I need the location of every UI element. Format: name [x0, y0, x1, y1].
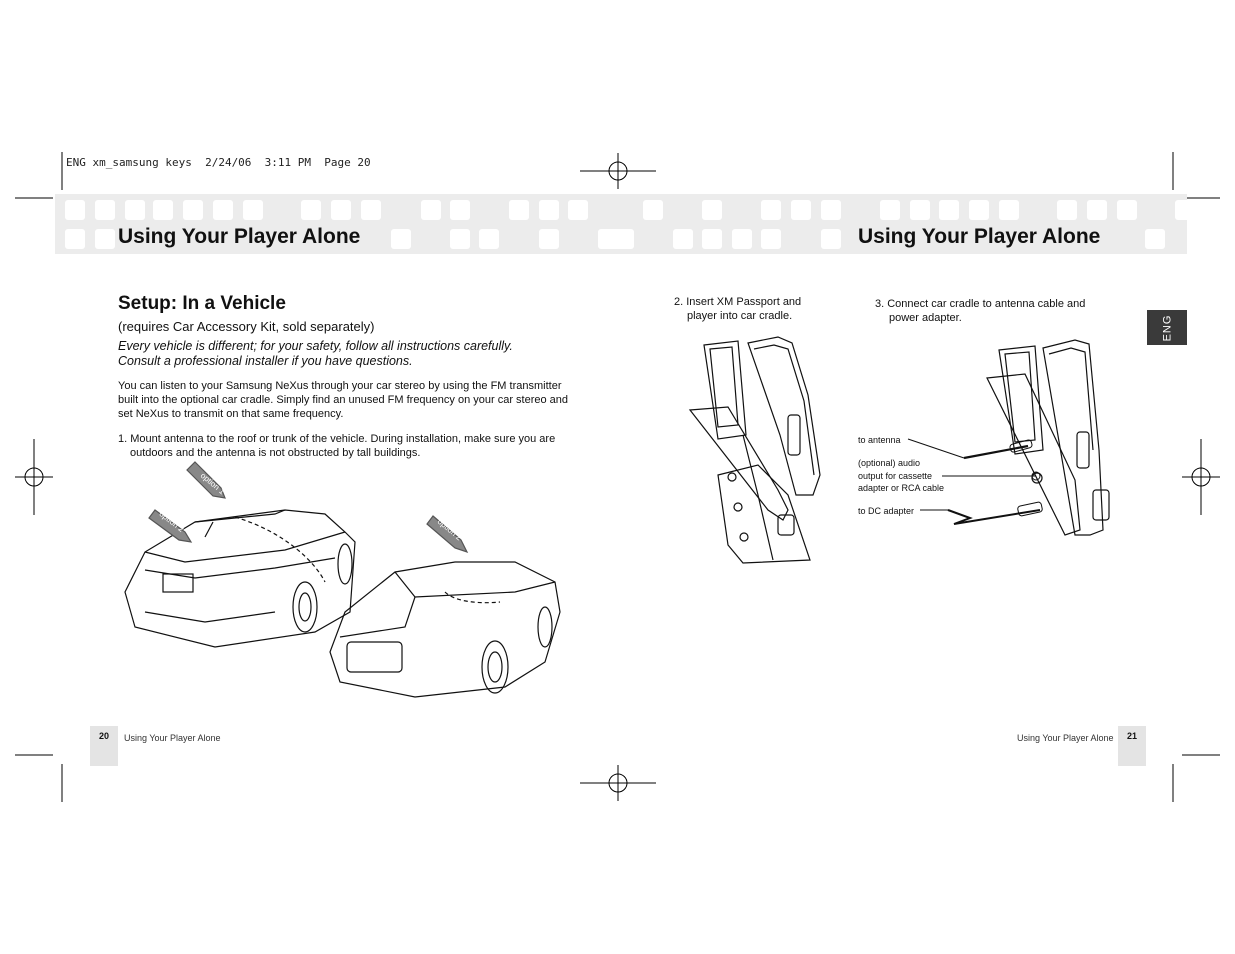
language-tab-label: ENG: [1161, 314, 1173, 341]
label-to-antenna: to antenna: [858, 435, 901, 445]
left-page-number: 20: [90, 726, 118, 766]
step3-line-2: power adapter.: [889, 312, 962, 324]
warning-line-1: Every vehicle is different; for your saf…: [118, 339, 513, 353]
cradle-insert-illustration: [688, 336, 821, 564]
step2-line-1: 2. Insert XM Passport and: [674, 296, 802, 308]
intro-line-2: built into the optional car cradle. Simp…: [118, 394, 569, 406]
label-audio-line-2: output for cassette: [858, 471, 933, 481]
language-tab: ENG: [1147, 310, 1187, 345]
step1-line-2: outdoors and the antenna is not obstruct…: [130, 447, 421, 459]
car-antenna-illustration: [124, 461, 561, 698]
right-footer-text: Using Your Player Alone: [1017, 733, 1114, 743]
intro-line-3: set NeXus to transmit on that same frequ…: [118, 408, 344, 420]
intro-line-1: You can listen to your Samsung NeXus thr…: [118, 380, 562, 392]
section-subtitle: (requires Car Accessory Kit, sold separa…: [118, 319, 375, 334]
step1-line-1: 1. Mount antenna to the roof or trunk of…: [118, 433, 556, 445]
header-band: [55, 194, 1195, 254]
label-audio-line-1: (optional) audio: [858, 458, 921, 468]
cable-leader-lines: [907, 438, 1043, 525]
right-header-title: Using Your Player Alone: [858, 225, 1101, 248]
print-slug: ENG xm_samsung keys 2/24/06 3:11 PM Page…: [66, 156, 371, 169]
left-footer-text: Using Your Player Alone: [124, 733, 221, 743]
cradle-connect-illustration: [986, 339, 1110, 536]
step3-line-1: 3. Connect car cradle to antenna cable a…: [875, 298, 1086, 310]
label-audio-line-3: adapter or RCA cable: [858, 483, 945, 493]
warning-line-2: Consult a professional installer if you …: [118, 354, 413, 368]
right-page-number: 21: [1118, 726, 1146, 766]
left-header-title: Using Your Player Alone: [118, 225, 361, 248]
step2-line-2: player into car cradle.: [687, 310, 793, 322]
label-to-dc-adapter: to DC adapter: [858, 506, 915, 516]
section-title: Setup: In a Vehicle: [118, 293, 286, 314]
